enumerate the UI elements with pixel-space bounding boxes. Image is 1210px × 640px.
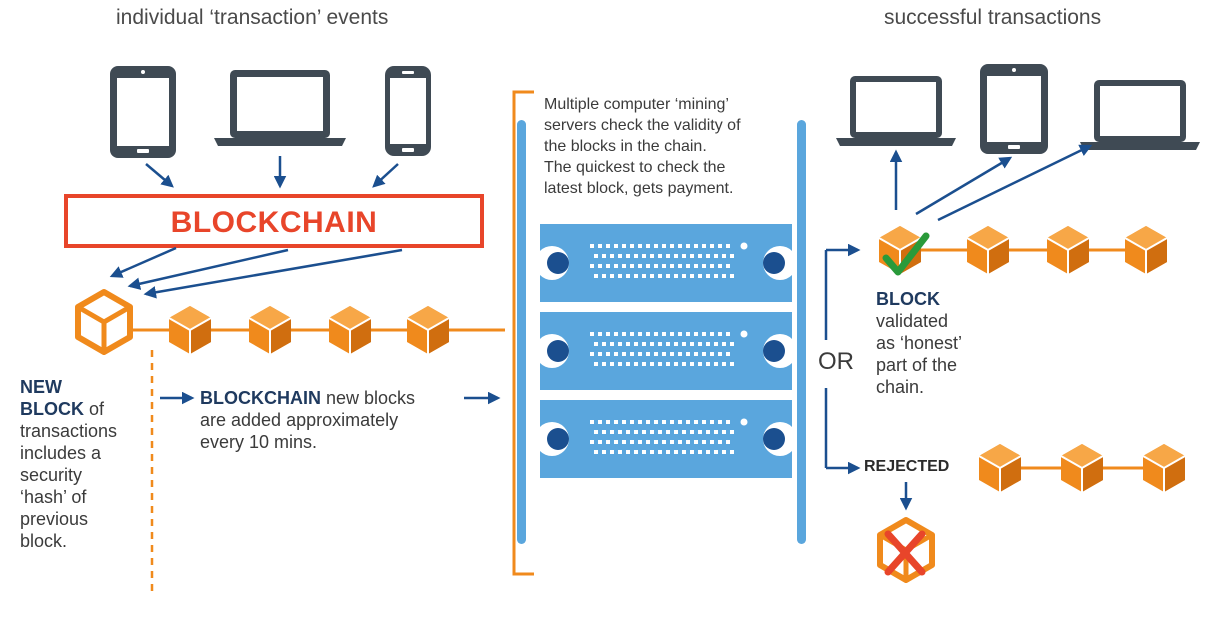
block-cube-icon (1142, 443, 1186, 493)
laptop-icon (1080, 80, 1200, 150)
block-cube-icon (1124, 225, 1168, 275)
check-icon (882, 232, 930, 276)
block-cube-icon (978, 443, 1022, 493)
block-cube-icon (1046, 225, 1090, 275)
block-cube-icon (406, 305, 450, 355)
server-right-bar (797, 120, 806, 544)
blockchain-box (64, 194, 484, 248)
block-cube-icon (328, 305, 372, 355)
success-arrows (889, 144, 1093, 222)
server-unit (535, 224, 797, 302)
server-left-bar (517, 120, 526, 544)
block-cube-icon (168, 305, 212, 355)
phone-icon (385, 66, 431, 156)
server-unit (535, 400, 797, 478)
x-icon (884, 530, 926, 576)
mining-bracket (512, 90, 534, 576)
blockchain-to-new-block-arrows (109, 246, 403, 299)
tablet-icon (980, 64, 1048, 154)
laptop-icon (214, 70, 346, 146)
block-cube-icon (966, 225, 1010, 275)
decision-lines (824, 243, 861, 475)
server-rack-icon (535, 224, 797, 478)
new-block-cube-icon (78, 292, 130, 352)
block-cube-icon (248, 305, 292, 355)
block-cube-icon (1060, 443, 1104, 493)
tablet-icon (110, 66, 176, 158)
device-arrows (145, 156, 399, 189)
server-unit (535, 312, 797, 390)
laptop-icon (836, 76, 956, 146)
